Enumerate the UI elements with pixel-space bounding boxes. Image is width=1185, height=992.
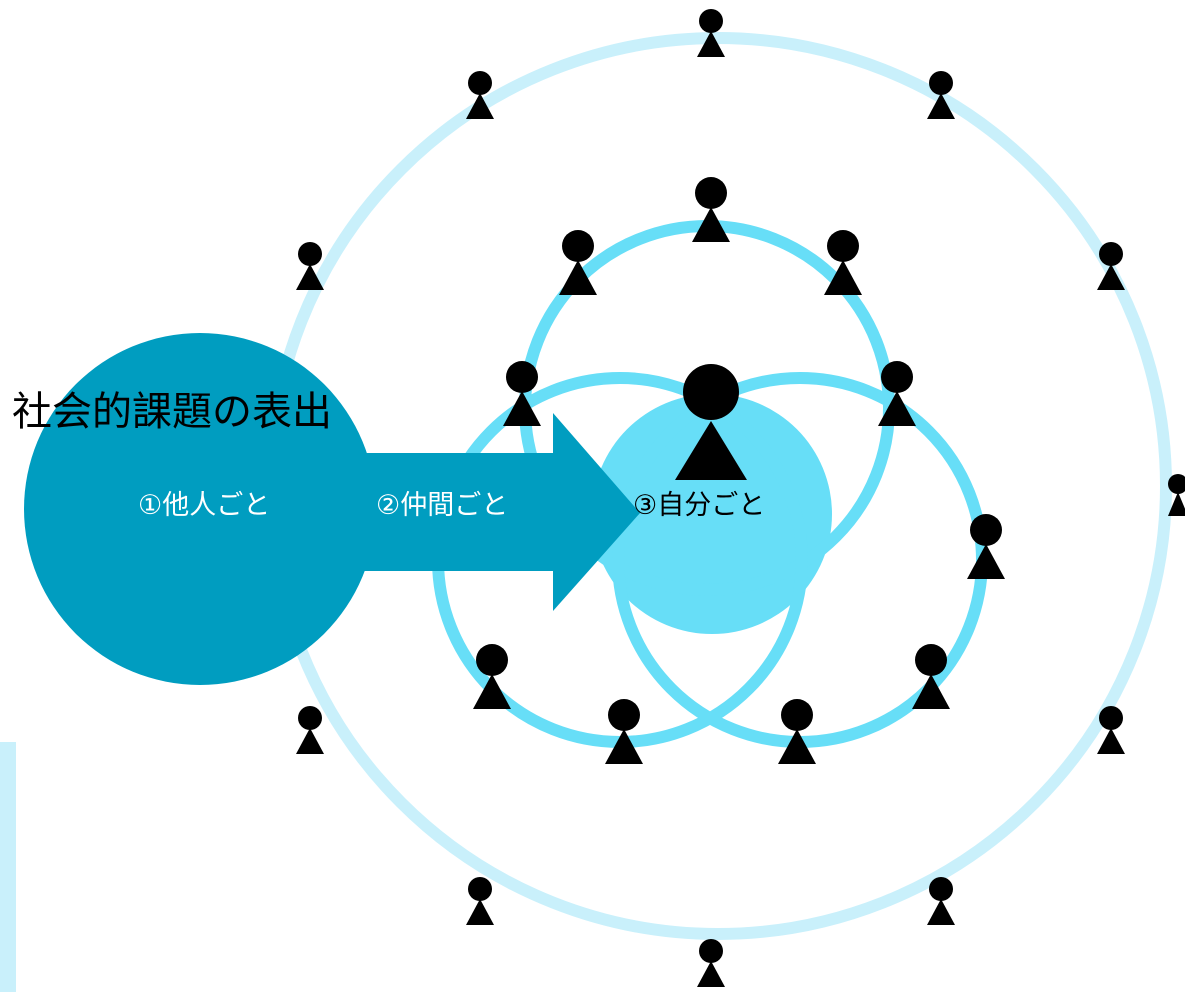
person-icon	[1097, 242, 1125, 290]
stage-label-others: ①他人ごと	[138, 490, 270, 521]
person-icon	[697, 939, 725, 987]
person-icon	[559, 230, 597, 295]
person-icon	[296, 706, 324, 754]
person-icon	[927, 877, 955, 925]
person-icon	[967, 514, 1005, 579]
person-icon	[1097, 706, 1125, 754]
person-icon	[878, 361, 916, 426]
center-person-icon	[675, 364, 747, 480]
others-circle	[24, 333, 376, 685]
progress-arrow	[340, 413, 640, 611]
side-bar	[0, 742, 16, 992]
person-icon	[473, 644, 511, 709]
person-icon	[503, 361, 541, 426]
person-icon	[778, 699, 816, 764]
person-icon	[296, 242, 324, 290]
person-icon	[466, 71, 494, 119]
person-icon	[692, 177, 730, 242]
stage-label-self: ③自分ごと	[633, 490, 765, 521]
person-icon	[1168, 474, 1185, 516]
diagram-title: 社会的課題の表出	[12, 389, 332, 435]
person-icon	[605, 699, 643, 764]
stage-label-peers: ②仲間ごと	[376, 490, 508, 521]
person-icon	[927, 71, 955, 119]
person-icon	[697, 9, 725, 57]
person-icon	[466, 877, 494, 925]
person-icon	[912, 644, 950, 709]
people-group	[296, 9, 1185, 987]
person-icon	[824, 230, 862, 295]
